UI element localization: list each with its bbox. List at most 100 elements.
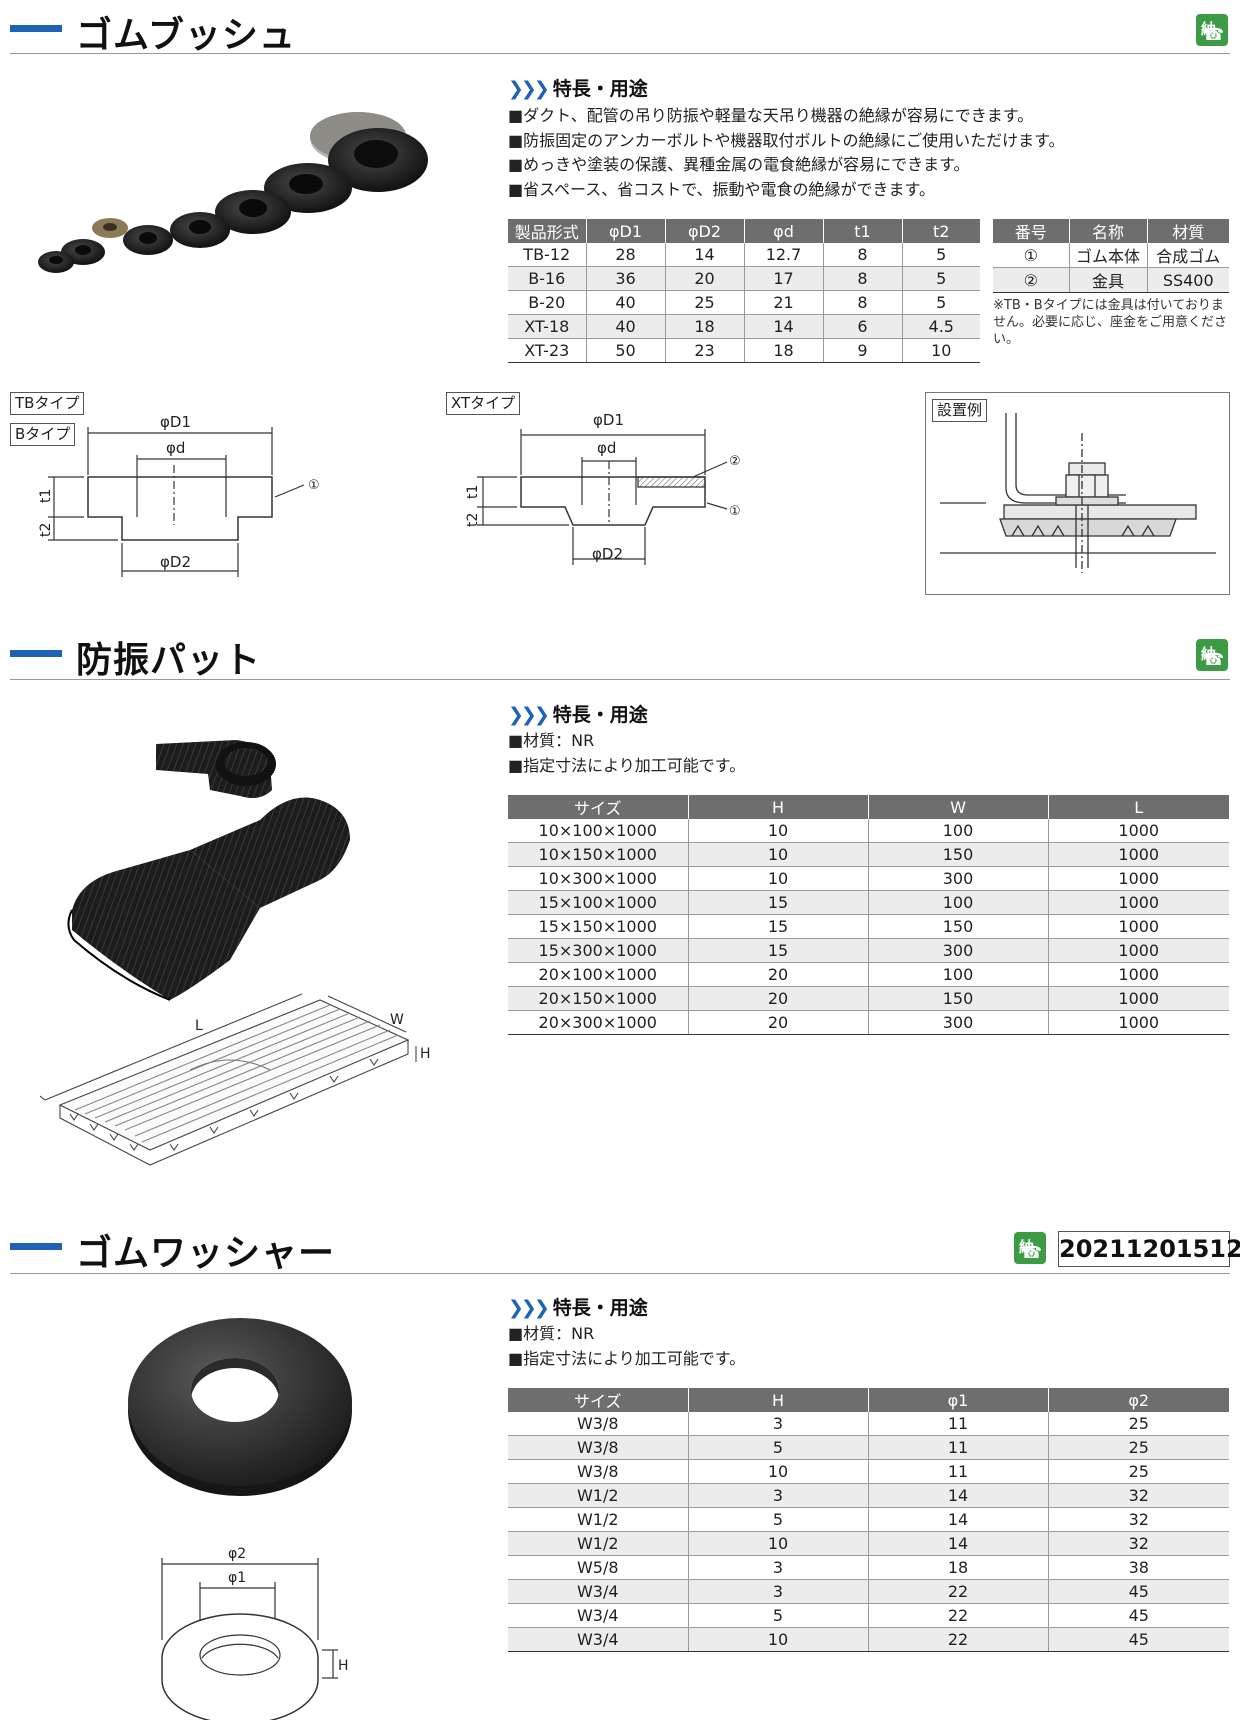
table-cell: XT-18 (508, 314, 587, 339)
table-cell: 150 (868, 986, 1049, 1011)
bush-xt-dimension-diagram: φD1 φd φD2 ② ① t1 t2 (465, 411, 741, 565)
table-header: 材質 (1147, 219, 1229, 243)
table-cell: W3/4 (508, 1579, 689, 1604)
table-cell: 9 (823, 338, 903, 363)
feature-item: ■めっきや塗装の保護、異種金属の電食絶縁が容易にできます。 (508, 155, 970, 174)
table-cell: 10 (688, 866, 869, 891)
table-cell: 45 (1048, 1579, 1229, 1604)
table-cell: 20 (688, 962, 869, 987)
table-cell: 12.7 (744, 243, 824, 267)
table-cell: 1000 (1048, 866, 1229, 891)
table-cell: 25 (1048, 1412, 1229, 1436)
table-cell: 4.5 (902, 314, 980, 339)
bush-photo-items (38, 112, 428, 273)
table-cell: 3 (688, 1483, 869, 1508)
table-cell: 11 (868, 1459, 1049, 1484)
table-cell: 10 (688, 819, 869, 843)
table-cell: TB-12 (508, 243, 587, 267)
feature-item: ■材質：NR (508, 731, 595, 750)
pad-product-photo (67, 740, 350, 1001)
table-cell: 22 (868, 1579, 1049, 1604)
table-cell: 15×150×1000 (508, 914, 689, 939)
table-cell: 18 (868, 1555, 1049, 1580)
table-header: φD2 (665, 219, 745, 243)
triple-chevron-icon: ❯❯❯ (508, 78, 550, 100)
table-cell: 28 (586, 243, 666, 267)
table-cell: 23 (665, 338, 745, 363)
section-marker-pad (10, 650, 62, 657)
table-cell: 25 (1048, 1435, 1229, 1460)
table-cell: 14 (665, 243, 745, 267)
dim-label-L: L (195, 1018, 203, 1034)
table-cell: XT-23 (508, 338, 587, 363)
table-cell: 8 (823, 266, 903, 291)
table-cell: 21 (744, 290, 824, 315)
table-cell: W1/2 (508, 1531, 689, 1556)
table-cell: 17 (744, 266, 824, 291)
table-cell: 40 (586, 290, 666, 315)
table-cell: 3 (688, 1579, 869, 1604)
table-cell: 11 (868, 1435, 1049, 1460)
table-cell: 20 (665, 266, 745, 291)
table-cell: ゴム本体 (1069, 243, 1148, 268)
part-marker-2: ② (729, 454, 741, 469)
table-cell: 10 (688, 1627, 869, 1652)
table-cell: 100 (868, 890, 1049, 915)
table-cell: 22 (868, 1603, 1049, 1628)
table-cell: 36 (586, 266, 666, 291)
nou-phone-icon: 納☎ (1196, 639, 1228, 671)
table-header: H (688, 795, 869, 819)
table-cell: 1000 (1048, 819, 1229, 843)
feature-heading-pad: ❯❯❯特長・用途 (508, 704, 648, 726)
dim-label-W: W (390, 1012, 404, 1028)
table-cell: 32 (1048, 1507, 1229, 1532)
nou-phone-icon: 納☎ (1014, 1232, 1046, 1264)
feature-heading-bush: ❯❯❯特長・用途 (508, 78, 648, 100)
section-divider (10, 679, 1230, 680)
table-cell: 14 (868, 1483, 1049, 1508)
feature-list-bush: ■ダクト、配管の吊り防振や軽量な天吊り機器の絶縁が容易にできます。 ■防振固定の… (508, 104, 1065, 202)
table-cell: 10×100×1000 (508, 819, 689, 843)
table-header: φd (744, 219, 824, 243)
table-cell: 20 (688, 986, 869, 1011)
table-header: W (868, 795, 1049, 819)
dim-label-phi2: φ2 (228, 1546, 246, 1562)
table-header: サイズ (508, 1388, 689, 1412)
table-cell: ① (993, 243, 1070, 268)
bush-tb-dimension-diagram: φD1 φd φD2 ① t1 t2 (38, 413, 320, 577)
table-cell: 8 (823, 290, 903, 315)
table-cell: 22 (868, 1627, 1049, 1652)
table-cell: B-20 (508, 290, 587, 315)
dim-label-D1: φD1 (593, 411, 624, 429)
table-cell: B-16 (508, 266, 587, 291)
table-cell: 14 (868, 1507, 1049, 1532)
table-cell: 1000 (1048, 890, 1229, 915)
table-cell: W3/4 (508, 1627, 689, 1652)
table-cell: 15 (688, 890, 869, 915)
table-cell: W1/2 (508, 1507, 689, 1532)
table-header: H (688, 1388, 869, 1412)
feature-item: ■省スペース、省コストで、振動や電食の絶縁ができます。 (508, 179, 935, 199)
table-cell: 10 (688, 1531, 869, 1556)
table-header-row: 番号 名称 材質 (993, 219, 1229, 243)
